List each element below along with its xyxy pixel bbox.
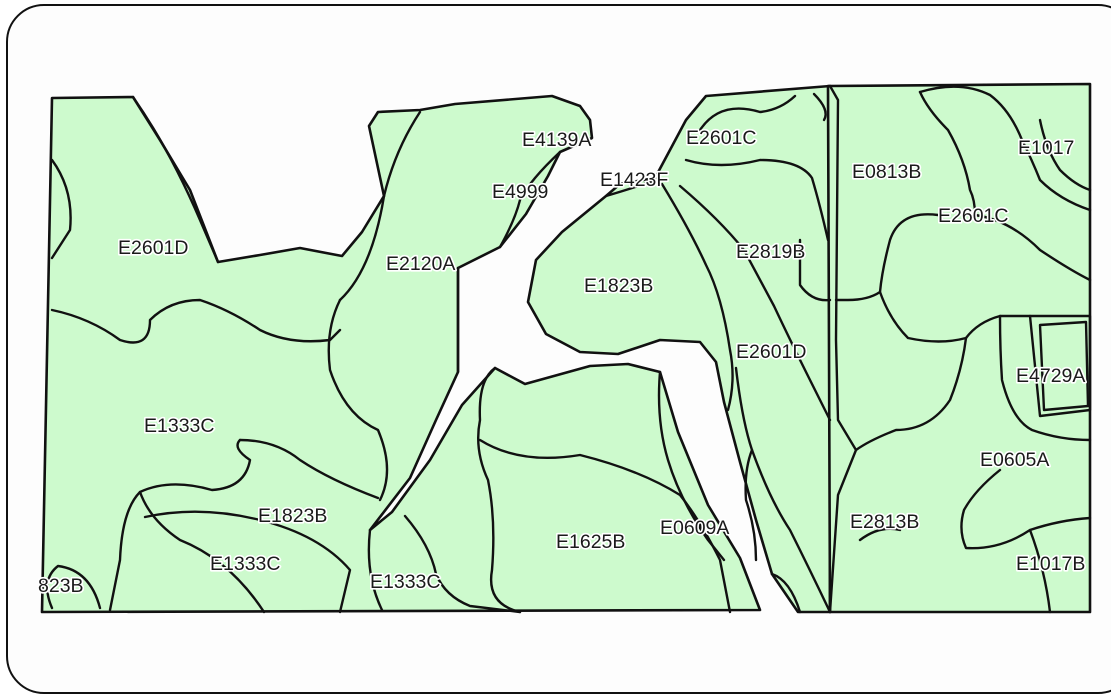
label-823b[interactable]: 823B bbox=[36, 573, 85, 598]
label-e2120a[interactable]: E2120A bbox=[384, 251, 457, 276]
label-e2819b[interactable]: E2819B bbox=[734, 239, 807, 264]
label-e1823b-center[interactable]: E1823B bbox=[582, 273, 655, 298]
unit-labels: E4139A E2601C E1017 E0813B E1423F E4999 … bbox=[36, 125, 1087, 598]
label-e2601d-center[interactable]: E2601D bbox=[734, 339, 808, 364]
label-e4139a[interactable]: E4139A bbox=[520, 127, 593, 152]
label-e0609a[interactable]: E0609A bbox=[658, 515, 731, 540]
label-e1333c-west[interactable]: E1333C bbox=[142, 413, 216, 438]
boundary-lines bbox=[46, 84, 1092, 614]
west-parcel[interactable] bbox=[40, 94, 762, 614]
label-e1333c-southwest[interactable]: E1333C bbox=[208, 551, 282, 576]
label-e2601c-north[interactable]: E2601C bbox=[684, 125, 758, 150]
label-e2601c-east[interactable]: E2601C bbox=[936, 203, 1010, 228]
label-e4999[interactable]: E4999 bbox=[490, 179, 550, 204]
east-parcel[interactable] bbox=[826, 82, 1092, 614]
label-e1823b-south[interactable]: E1823B bbox=[256, 503, 329, 528]
label-e4729a[interactable]: E4729A bbox=[1014, 363, 1087, 388]
soil-map[interactable]: E4139A E2601C E1017 E0813B E1423F E4999 … bbox=[0, 0, 1111, 673]
map-polygons bbox=[40, 82, 1092, 614]
label-e1423f[interactable]: E1423F bbox=[598, 167, 670, 192]
label-e2601d-west[interactable]: E2601D bbox=[116, 235, 190, 260]
label-e1017b[interactable]: E1017B bbox=[1014, 551, 1087, 576]
center-east-parcel[interactable] bbox=[526, 84, 832, 614]
label-e0813b[interactable]: E0813B bbox=[850, 159, 923, 184]
label-e2813b[interactable]: E2813B bbox=[848, 509, 921, 534]
label-e1333c-south[interactable]: E1333C bbox=[368, 569, 442, 594]
label-e0605a[interactable]: E0605A bbox=[978, 447, 1051, 472]
label-e1625b[interactable]: E1625B bbox=[554, 529, 627, 554]
label-e1017[interactable]: E1017 bbox=[1016, 135, 1076, 160]
